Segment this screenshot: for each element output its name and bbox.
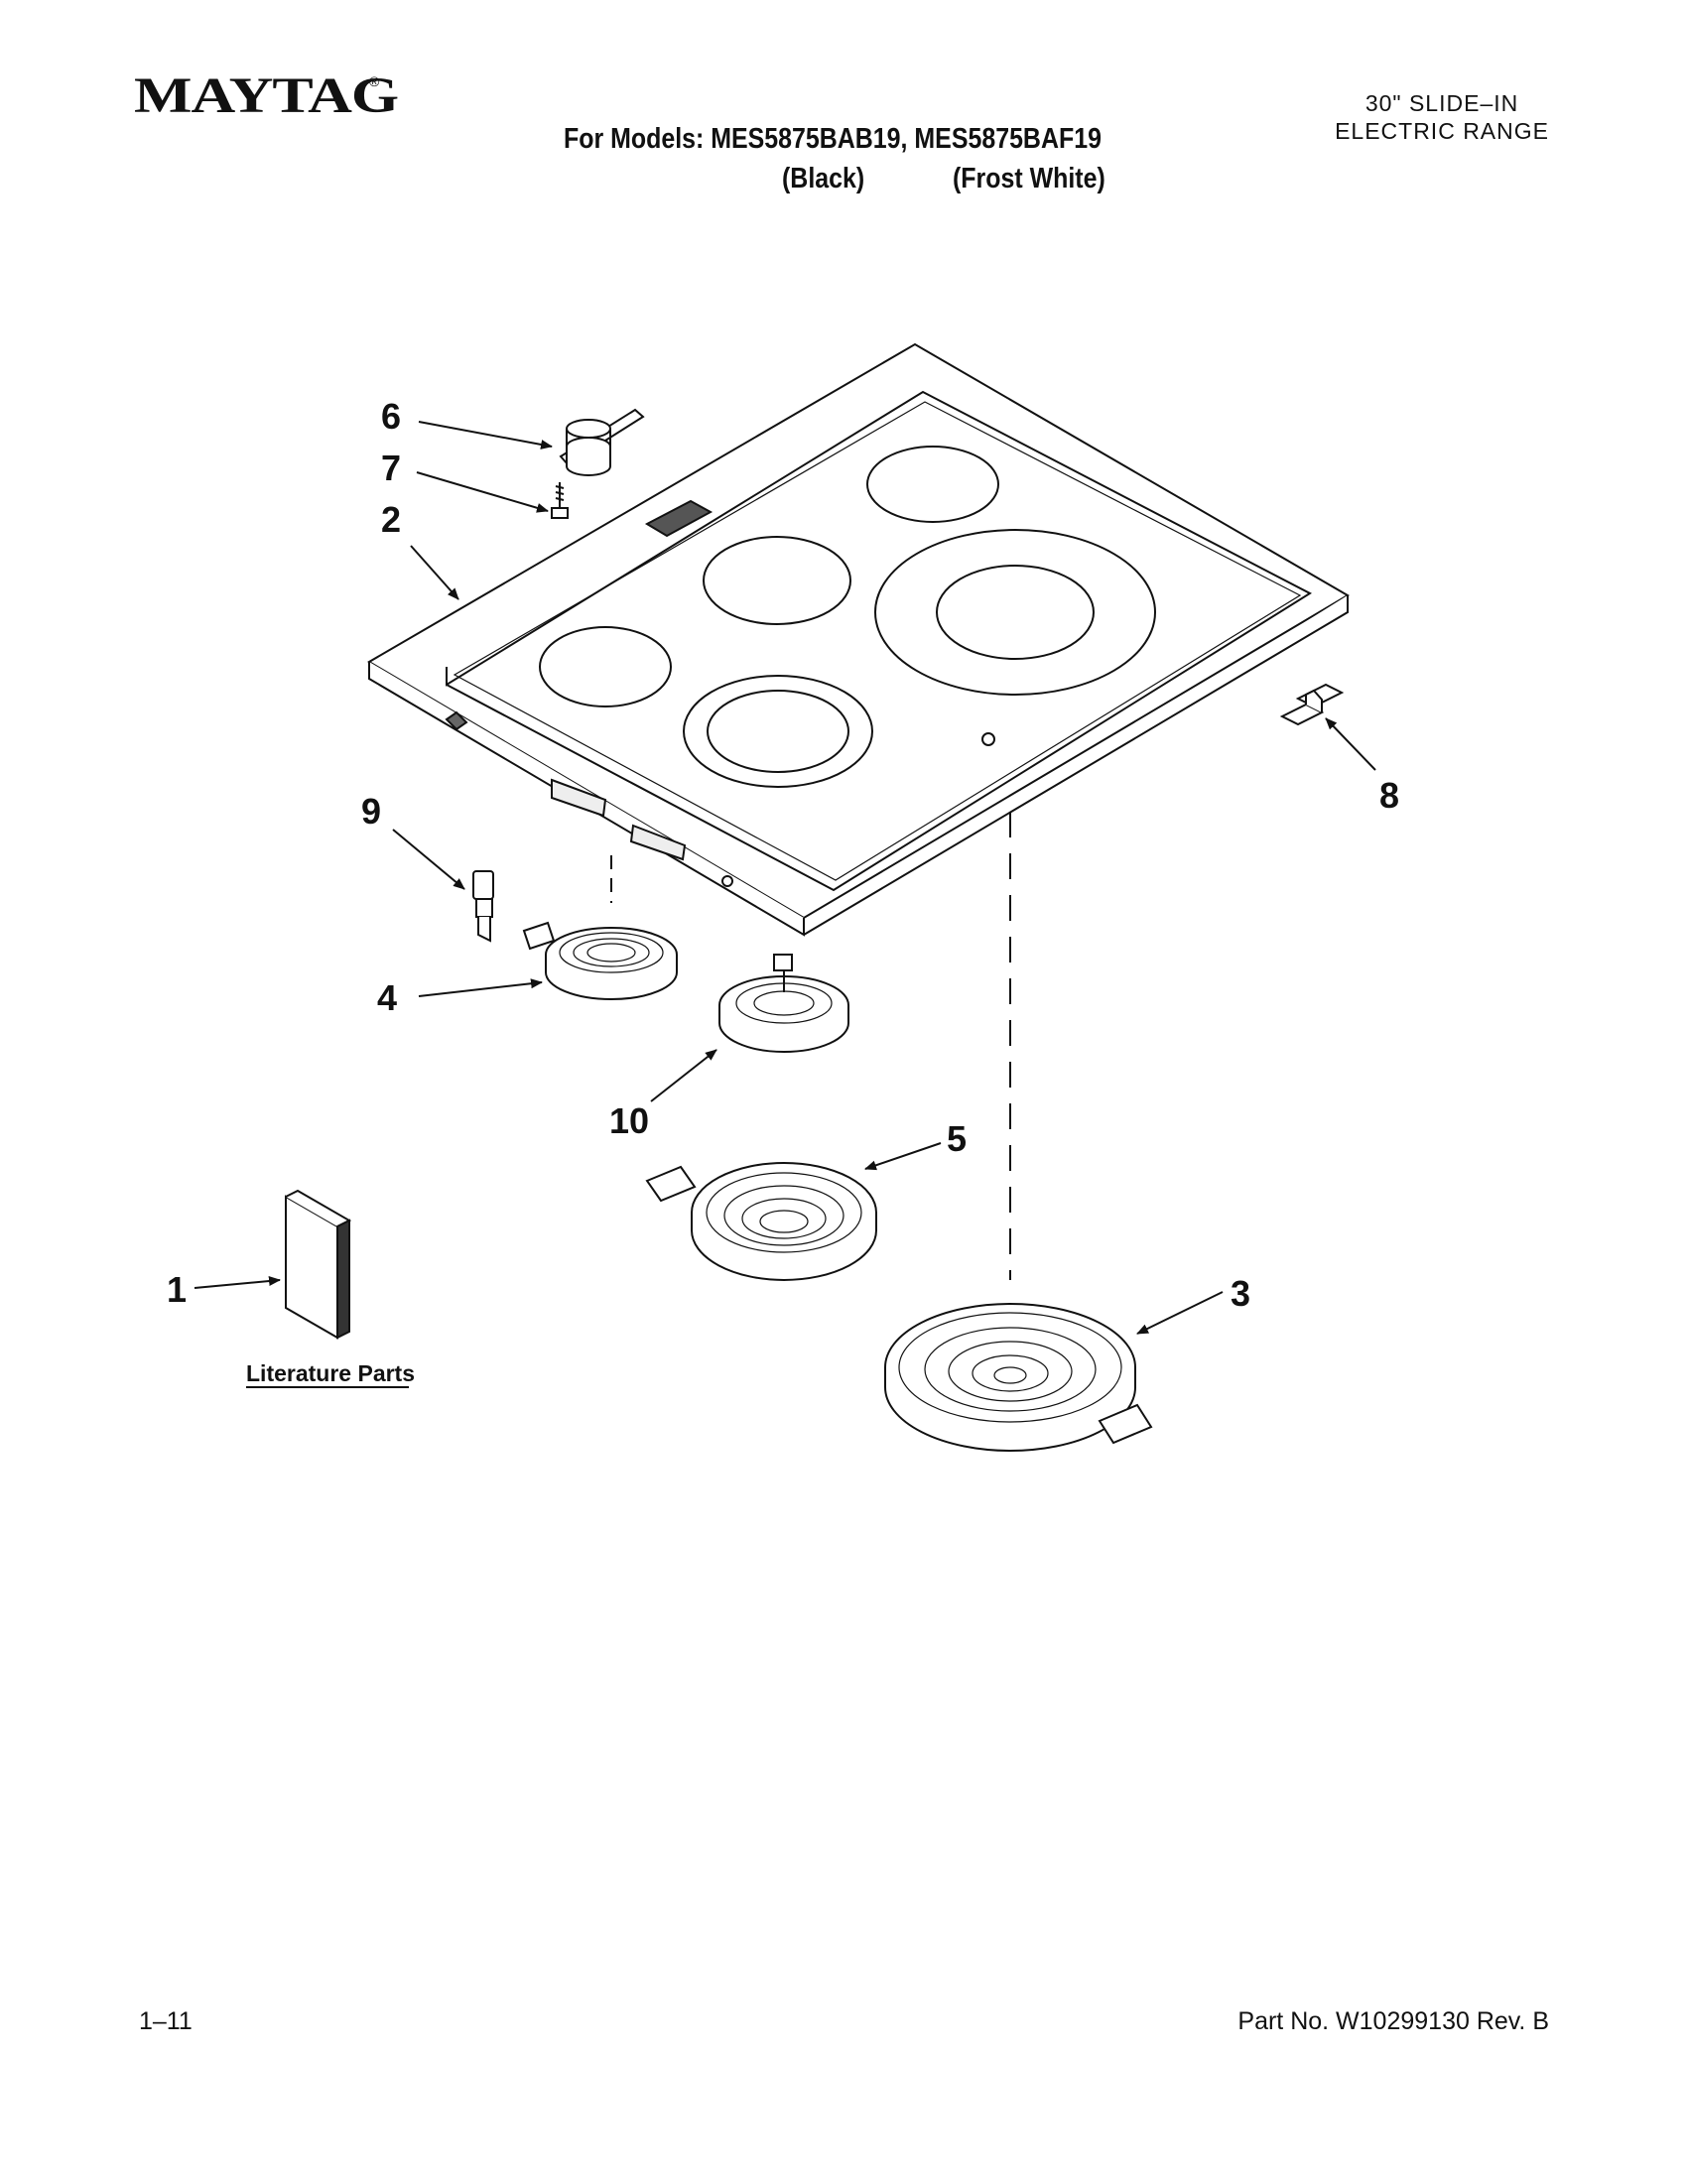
- literature-parts-label: Literature Parts: [246, 1360, 415, 1386]
- callout-9: 9: [361, 791, 381, 832]
- product-line-2: ELECTRIC RANGE: [1335, 118, 1549, 144]
- mounting-clip: [1279, 683, 1345, 726]
- leader-6: [418, 421, 553, 450]
- medium-radiant-element: [645, 1162, 877, 1281]
- callout-1: 1: [167, 1269, 187, 1310]
- leader-10: [650, 1049, 717, 1102]
- leader-5: [864, 1142, 942, 1171]
- callout-7: 7: [381, 448, 401, 488]
- registered-mark: ®: [369, 73, 380, 89]
- leader-2: [410, 545, 459, 600]
- callout-2: 2: [381, 499, 401, 540]
- cooktop-glass-assembly: [367, 342, 1350, 937]
- leader-1: [194, 1276, 281, 1289]
- callout-3: 3: [1231, 1273, 1250, 1314]
- limiter-switch: [559, 408, 645, 476]
- leader-9: [392, 829, 465, 890]
- product-title: 30" SLIDE–IN ELECTRIC RANGE: [1335, 89, 1549, 145]
- terminal-connector: [472, 870, 494, 943]
- callout-10: 10: [609, 1100, 649, 1141]
- product-line-1: 30" SLIDE–IN: [1364, 90, 1519, 116]
- callout-5: 5: [947, 1118, 967, 1159]
- large-dual-radiant-element: [884, 812, 1153, 1452]
- color-black-label: (Black): [782, 163, 865, 194]
- color-white-label: (Frost White): [953, 163, 1105, 194]
- callout-8: 8: [1379, 775, 1399, 816]
- small-radiant-element: [522, 855, 678, 1000]
- leader-3: [1136, 1291, 1224, 1335]
- literature-booklet: [285, 1189, 352, 1340]
- leader-4: [418, 978, 543, 997]
- center-radiant-element: [718, 954, 849, 1053]
- maytag-logo: MAYTAG: [134, 67, 399, 124]
- leader-arrows: [194, 421, 1376, 1335]
- leader-7: [416, 471, 549, 513]
- leader-8: [1325, 717, 1376, 771]
- callout-6: 6: [381, 396, 401, 437]
- page-number: 1–11: [139, 2007, 193, 2035]
- models-line: For Models: MES5875BAB19, MES5875BAF19: [564, 123, 1102, 155]
- screw: [551, 482, 569, 519]
- part-number: Part No. W10299130 Rev. B: [1237, 2007, 1549, 2035]
- callout-4: 4: [377, 977, 397, 1018]
